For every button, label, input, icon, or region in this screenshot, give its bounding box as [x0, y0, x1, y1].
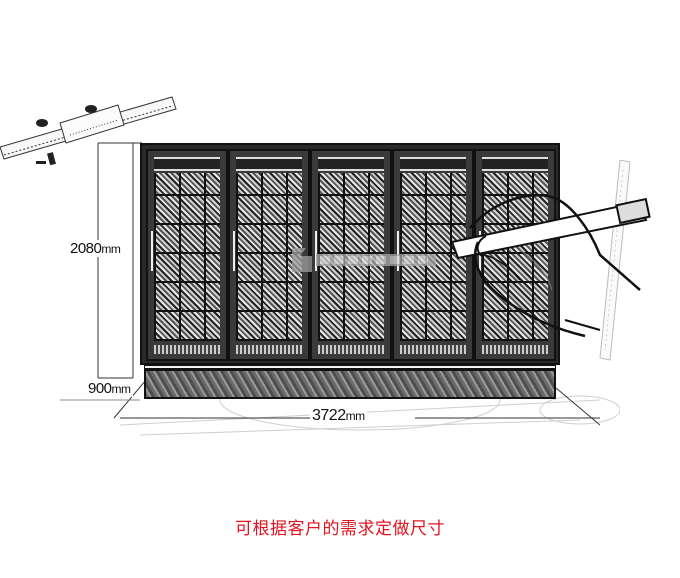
custom-size-caption: 可根据客户的需求定做尺寸: [235, 519, 445, 539]
height-dimension-label: 2080mm: [68, 240, 123, 257]
brand-logo-watermark: [292, 248, 436, 272]
cabinet-door-5: [474, 149, 556, 361]
width-dimension-label: 3722mm: [310, 407, 367, 425]
depth-unit: mm: [111, 382, 132, 396]
depth-dimension-label: 900mm: [86, 380, 133, 397]
cabinet-rail: [144, 365, 556, 369]
depth-value: 900: [88, 380, 112, 397]
height-unit: mm: [101, 242, 121, 256]
width-value: 3722: [312, 407, 346, 424]
cabinet-door-1: [146, 149, 228, 361]
cabinet-plinth: [144, 369, 556, 399]
caliper-icon: [0, 96, 177, 165]
height-value: 2080: [70, 240, 102, 257]
width-unit: mm: [345, 409, 366, 423]
